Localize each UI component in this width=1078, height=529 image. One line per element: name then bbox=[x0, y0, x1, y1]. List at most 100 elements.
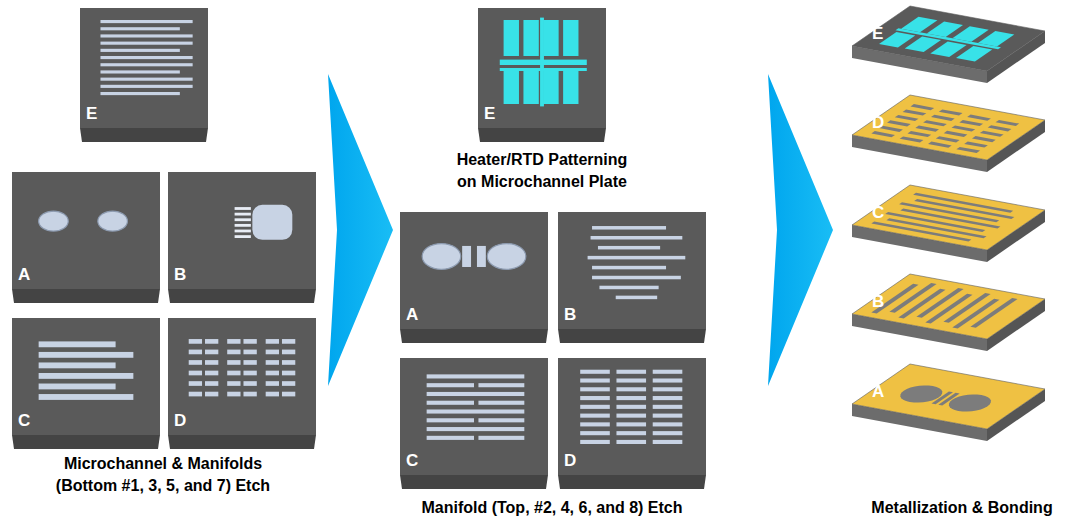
etched-channel bbox=[266, 350, 279, 355]
etched-channel bbox=[189, 360, 202, 365]
heater-trace bbox=[563, 20, 578, 56]
etched-channel bbox=[266, 339, 279, 344]
etched-channel bbox=[952, 125, 976, 131]
etched-channel bbox=[944, 131, 968, 137]
step-caption: Microchannel & Manifolds (Bottom #1, 3, … bbox=[47, 453, 279, 496]
etched-port bbox=[98, 211, 128, 231]
etched-channel bbox=[227, 381, 240, 386]
plate-top bbox=[12, 172, 160, 289]
etched-channel bbox=[598, 246, 660, 250]
etched-channel bbox=[427, 392, 525, 396]
wafer-plate: A bbox=[850, 362, 1050, 444]
etched-channel bbox=[967, 115, 991, 121]
plate-illustration bbox=[12, 318, 160, 449]
etched-channel bbox=[616, 414, 646, 418]
plate-illustration bbox=[850, 93, 1050, 175]
caption-slot: Microchannel & Manifolds (Bottom #1, 3, … bbox=[47, 453, 279, 496]
plate-side bbox=[478, 128, 606, 142]
etched-channel bbox=[100, 27, 179, 30]
etched-channel bbox=[282, 392, 295, 397]
etched-channel bbox=[282, 360, 295, 365]
etched-channel bbox=[616, 378, 646, 382]
etched-channel bbox=[266, 392, 279, 397]
plate-top bbox=[852, 6, 1045, 71]
plate-side bbox=[80, 128, 208, 142]
step-caption: Metallization & Bonding bbox=[871, 497, 1052, 519]
plate-top bbox=[852, 185, 1045, 250]
etched-channel bbox=[908, 131, 932, 137]
plate-top bbox=[168, 172, 316, 289]
etched-channel bbox=[282, 339, 295, 344]
etched-channel bbox=[243, 381, 256, 386]
etched-channel bbox=[972, 136, 996, 142]
wafer-plate: A bbox=[400, 212, 548, 343]
plate-side bbox=[400, 475, 548, 489]
etched-channel bbox=[100, 70, 179, 73]
etched-channel bbox=[931, 115, 955, 121]
plate-letter: E bbox=[872, 24, 883, 44]
etched-channel bbox=[903, 110, 927, 116]
plate-illustration bbox=[850, 362, 1050, 444]
etched-channel bbox=[959, 120, 983, 126]
etched-channel bbox=[887, 120, 911, 126]
etched-channel bbox=[616, 387, 646, 391]
etched-channel bbox=[580, 422, 610, 426]
etched-channel bbox=[282, 381, 295, 386]
etched-channel bbox=[427, 401, 474, 405]
etched-channel bbox=[227, 339, 240, 344]
plate-side bbox=[558, 475, 706, 489]
etched-channel bbox=[653, 370, 683, 374]
plate-letter: D bbox=[872, 113, 884, 133]
plate-letter: D bbox=[564, 451, 576, 471]
etched-channel bbox=[266, 360, 279, 365]
etched-port bbox=[39, 211, 69, 231]
etched-channel bbox=[39, 362, 116, 368]
plate-letter: B bbox=[564, 305, 576, 325]
plate-side bbox=[400, 329, 548, 343]
etched-channel bbox=[653, 396, 683, 400]
etched-channel bbox=[282, 371, 295, 376]
plate-side bbox=[168, 289, 316, 303]
wafer-plate: E bbox=[478, 8, 606, 142]
etched-channel bbox=[580, 378, 610, 382]
wafer-plate: D bbox=[558, 358, 706, 489]
caption-slot: Metallization & Bonding bbox=[871, 497, 1052, 519]
etched-channel bbox=[266, 371, 279, 376]
etched-channel bbox=[580, 440, 610, 444]
etched-channel bbox=[282, 350, 295, 355]
etched-channel bbox=[227, 371, 240, 376]
caption-slot: Manifold (Top, #2, 4, 6, and 8) Etch bbox=[421, 497, 682, 519]
wafer-plate: C bbox=[850, 183, 1050, 265]
etched-channel bbox=[956, 147, 980, 153]
etched-channel bbox=[591, 236, 683, 240]
etched-channel bbox=[39, 394, 134, 400]
etched-channel bbox=[227, 360, 240, 365]
etched-channel bbox=[580, 431, 610, 435]
plate-illustration bbox=[400, 212, 548, 343]
wafer-plate: C bbox=[400, 358, 548, 489]
etched-channel bbox=[266, 381, 279, 386]
plate-letter: C bbox=[18, 411, 30, 431]
etched-channel bbox=[996, 120, 1020, 126]
etched-channel bbox=[235, 224, 251, 227]
etched-channel bbox=[189, 371, 202, 376]
etched-channel bbox=[592, 266, 666, 270]
etched-channel bbox=[100, 56, 192, 59]
etched-channel bbox=[616, 296, 657, 300]
wafer-plate: E bbox=[850, 4, 1050, 86]
etched-channel bbox=[616, 396, 646, 400]
wafer-plate: D bbox=[850, 93, 1050, 175]
etched-port bbox=[487, 244, 525, 270]
etched-channel bbox=[616, 370, 646, 374]
plate-illustration bbox=[168, 172, 316, 303]
etched-channel bbox=[235, 213, 251, 216]
etched-channel bbox=[235, 230, 251, 233]
wafer-plate: B bbox=[558, 212, 706, 343]
etched-channel bbox=[616, 405, 646, 409]
etched-channel bbox=[189, 392, 202, 397]
etched-channel bbox=[923, 120, 947, 126]
etched-channel bbox=[100, 92, 179, 95]
plate-letter: C bbox=[872, 203, 884, 223]
plate-top bbox=[168, 318, 316, 435]
